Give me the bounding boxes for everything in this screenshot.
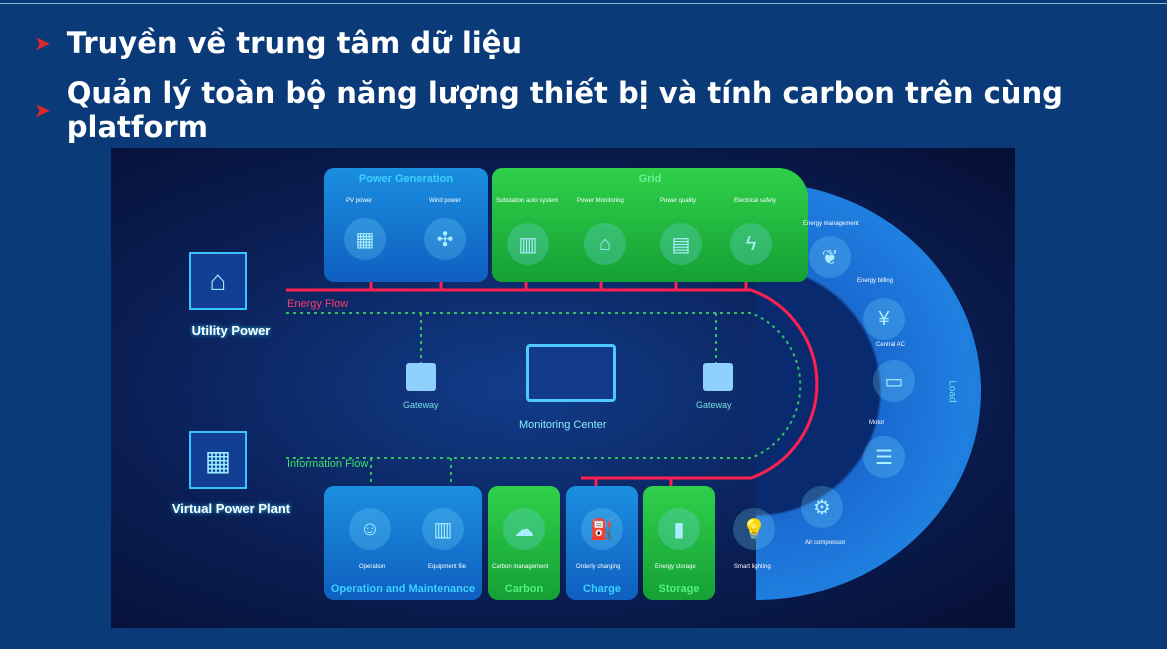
motor-icon: ☰ <box>863 436 905 478</box>
worker-icon: ☺ <box>349 508 391 550</box>
leaf-icon: ❦ <box>809 236 851 278</box>
bullet-2: ➤ Quản lý toàn bộ năng lượng thiết bị và … <box>34 76 1167 144</box>
item-label: Equipment file <box>428 564 467 570</box>
energy-flow-label: Energy Flow <box>287 298 349 310</box>
load-item-label: Energy billing <box>857 278 894 284</box>
monitoring-center-label: Monitoring Center <box>519 419 607 431</box>
substation-icon: ▥ <box>507 223 549 265</box>
charge-panel: ⛽ Orderly charging Charge <box>566 486 638 600</box>
air-compressor-icon: ⚙ <box>801 486 843 528</box>
energy-platform-diagram: Load Power Generation PV power Wind powe… <box>111 148 1015 628</box>
item-label: Energy storage <box>655 564 696 570</box>
billing-icon: ¥ <box>863 298 905 340</box>
bullet-text: Truyền về trung tâm dữ liệu <box>66 26 523 60</box>
panel-title: Operation and Maintenance <box>330 583 476 595</box>
power-quality-icon: ▤ <box>660 223 702 265</box>
charging-station-icon: ⛽ <box>581 508 623 550</box>
utility-power-label: Utility Power <box>191 323 271 338</box>
panel-title: Power Generation <box>358 173 454 185</box>
wind-turbine-icon: ✣ <box>424 218 466 260</box>
monitoring-center-icon <box>526 344 616 402</box>
item-label: Electrical safety <box>734 198 777 204</box>
information-flow-label: Information Flow <box>287 458 369 470</box>
battery-icon: ▮ <box>658 508 700 550</box>
gateway-right-icon <box>703 363 733 391</box>
bullet-1: ➤ Truyền về trung tâm dữ liệu <box>34 26 522 60</box>
gateway-right-label: Gateway <box>696 400 732 410</box>
air-conditioner-icon: ▭ <box>873 360 915 402</box>
load-item-label: Central AC <box>876 342 906 348</box>
gateway-left-icon <box>406 363 436 391</box>
item-label: Substation auto system <box>496 198 559 204</box>
power-generation-panel: Power Generation PV power Wind power ▦ ✣ <box>324 168 488 282</box>
load-item-label: Energy management <box>803 221 859 227</box>
gateway-left-label: Gateway <box>403 400 439 410</box>
item-label: Power quality <box>660 198 697 204</box>
panel-title: Grid <box>638 173 662 185</box>
item-label: Operation <box>359 564 386 570</box>
electrical-safety-icon: ϟ <box>730 223 772 265</box>
smart-lighting-label: Smart lighting <box>734 564 771 570</box>
virtual-power-plant-label: Virtual Power Plant <box>171 501 291 516</box>
light-bulb-icon: 💡 <box>733 508 775 550</box>
item-label: Orderly charging <box>576 564 621 570</box>
home-monitor-icon: ⌂ <box>584 223 626 265</box>
equipment-file-icon: ▥ <box>422 508 464 550</box>
arrow-bullet-icon: ➤ <box>34 98 51 122</box>
utility-power-icon: ⌂ <box>189 252 247 310</box>
panel-title: Carbon <box>504 583 544 595</box>
grid-panel: Grid Substation auto system Power Monito… <box>492 168 808 282</box>
load-item-label: Air compressor <box>805 540 846 546</box>
storage-panel: ▮ Energy storage Storage <box>643 486 715 600</box>
bullet-text: Quản lý toàn bộ năng lượng thiết bị và t… <box>66 76 1063 144</box>
carbon-panel: ☁ Carbon management Carbon <box>488 486 560 600</box>
co2-icon: ☁ <box>503 508 545 550</box>
item-label: Carbon management <box>492 564 549 570</box>
item-label: Power Monitoring <box>577 198 624 204</box>
load-item-label: Motor <box>869 420 885 426</box>
panel-title: Charge <box>583 583 621 595</box>
top-divider <box>0 3 1167 4</box>
solar-panel-icon: ▦ <box>344 218 386 260</box>
operation-maintenance-panel: ☺ ▥ Operation Equipment file Operation a… <box>324 486 482 600</box>
item-label: PV power <box>346 198 373 204</box>
virtual-power-plant-icon: ▦ <box>189 431 247 489</box>
item-label: Wind power <box>429 198 461 204</box>
arrow-bullet-icon: ➤ <box>34 31 51 55</box>
panel-title: Storage <box>658 583 700 595</box>
